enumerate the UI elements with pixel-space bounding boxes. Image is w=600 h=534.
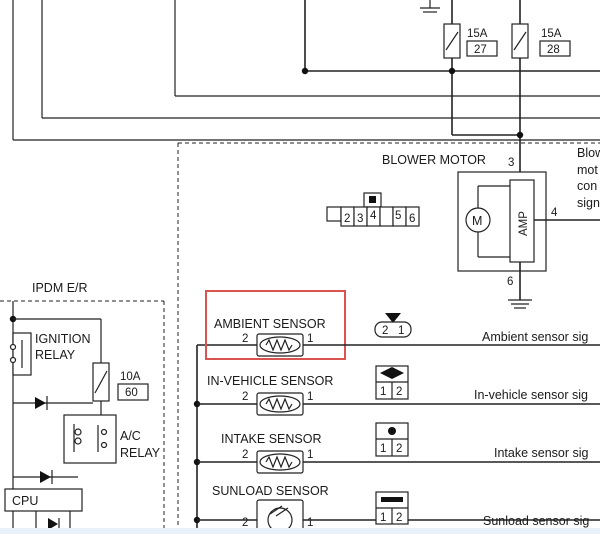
ipdm-module: IPDM E/R IGNITION RELAY 10A 60 A/C R [0,281,165,534]
in-vehicle-signal-label: In-vehicle sensor sig [474,388,588,402]
blower-motor-pin-4: 4 [551,207,558,219]
connector-pin: 2 [344,213,350,225]
fuse-10a-number: 60 [125,387,138,399]
fuse-28: 15A 28 [511,23,571,59]
ignition-relay-line-2: RELAY [35,348,76,362]
connector-pin: 3 [357,213,363,225]
cpu-box [4,488,83,512]
ambient-signal-label: Ambient sensor sig [482,330,588,344]
blower-note-line-3: con [577,179,597,193]
intake-sensor-title: INTAKE SENSOR [221,432,321,446]
sunload-conn-pin: 1 [380,512,386,524]
junction-dot [448,67,456,75]
blower-motor-pin-6: 6 [507,276,513,288]
ipdm-title: IPDM E/R [32,281,88,295]
blower-note-line-1: Blow [577,146,600,160]
sunload-conn-pin: 2 [396,512,402,524]
ambient-conn-pin: 2 [382,325,388,337]
bottom-edge-strip [0,528,600,534]
ac-relay [63,414,117,464]
sunload-sensor: SUNLOAD SENSOR 2 1 Sunload sensor sig 1 … [197,484,600,534]
fuse-27: 15A 27 [443,23,498,59]
cpu-label: CPU [12,494,38,508]
blower-motor-pin-3: 3 [508,157,514,169]
intake-conn-pin: 1 [380,443,386,455]
junction-dot [516,131,524,139]
in-vehicle-conn-pin: 1 [380,386,386,398]
ac-relay-line-2: RELAY [120,446,161,460]
blower-connector: 2 3 4 5 6 [326,192,420,227]
in-vehicle-sensor-title: IN-VEHICLE SENSOR [207,374,333,388]
in-vehicle-conn-pin: 2 [396,386,402,398]
in-vehicle-sensor: IN-VEHICLE SENSOR 2 1 In-vehicle sensor … [197,365,600,416]
fuse-27-amp: 15A [467,28,488,40]
blower-motor: BLOWER MOTOR 3 M AMP 4 6 Blow mot con si… [382,140,600,309]
sunload-signal-label: Sunload sensor sig [483,514,589,528]
ambient-pin-1: 1 [307,333,313,345]
fuse-28-amp: 15A [541,28,562,40]
intake-pin-1: 1 [307,449,313,461]
intake-conn-pin: 2 [396,443,402,455]
ac-relay-line-1: A/C [120,429,141,443]
intake-signal-label: Intake sensor sig [494,446,589,460]
in-vehicle-pin-2: 2 [242,391,248,403]
fuse-10a-amp: 10A [120,371,141,383]
connector-pin: 5 [395,210,401,222]
fuse-28-number: 28 [547,44,560,56]
blower-note-line-2: mot [577,163,598,177]
highlight-box [205,290,346,360]
top-wiring [12,0,600,534]
fuse-27-number: 27 [474,44,487,56]
amp-module [509,179,535,263]
connector-pin: 4 [370,210,377,222]
sunload-pin-2: 2 [242,517,248,529]
junction-dot [301,67,309,75]
in-vehicle-pin-1: 1 [307,391,313,403]
ambient-sensor: AMBIENT SENSOR 2 1 Ambient sensor sig 2 … [205,290,600,360]
intake-sensor: INTAKE SENSOR 2 1 Intake sensor sig 1 2 [197,422,600,474]
blower-note-line-4: sign [577,196,600,210]
ignition-relay-line-1: IGNITION [35,332,91,346]
ambient-pin-2: 2 [242,333,248,345]
intake-pin-2: 2 [242,449,248,461]
connector-pin: 6 [409,213,415,225]
ambient-conn-pin: 1 [398,325,404,337]
ambient-sensor-title: AMBIENT SENSOR [214,317,326,331]
blower-motor-title: BLOWER MOTOR [382,153,486,167]
sunload-pin-1: 1 [307,517,313,529]
sunload-sensor-title: SUNLOAD SENSOR [212,484,329,498]
amp-label: AMP [518,211,530,236]
motor-letter: M [472,214,482,228]
